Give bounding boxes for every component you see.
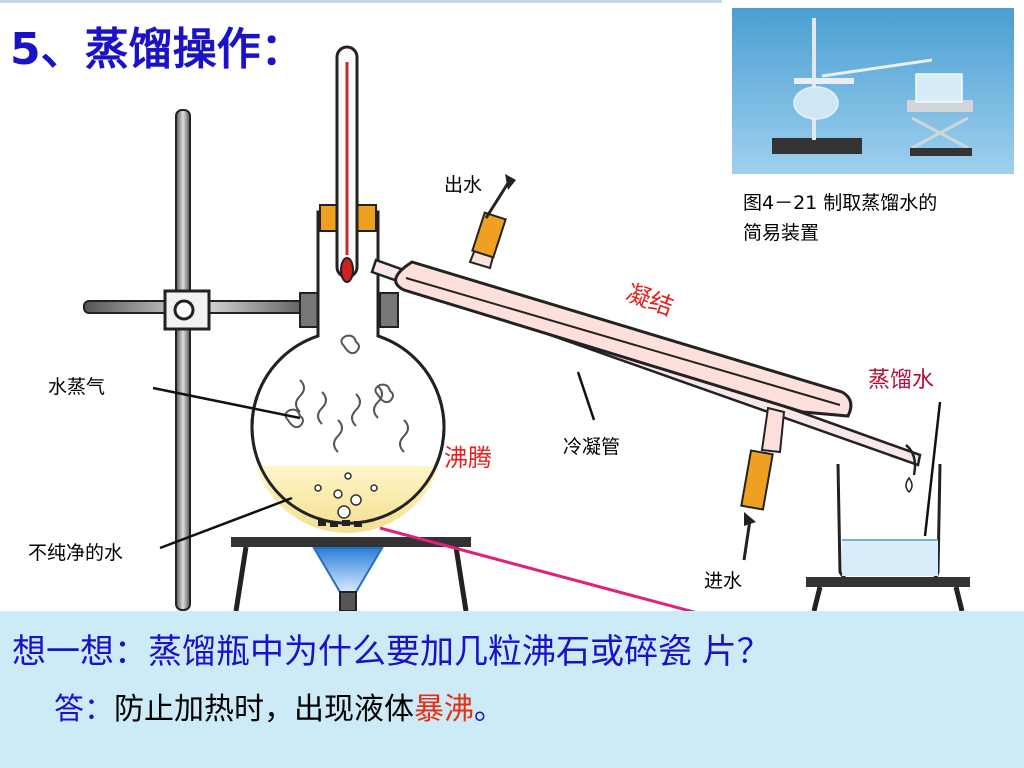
answer-label: 答：: [54, 692, 114, 727]
bubbles: [314, 472, 378, 519]
apparatus-photo: [732, 8, 1014, 174]
boiling-chips: [318, 520, 362, 527]
label-steam: 水蒸气: [48, 376, 106, 398]
question-text: 想一想：蒸馏瓶中为什么要加几粒沸石或碎瓷 片？: [12, 632, 771, 672]
label-distilled-water: 蒸馏水: [868, 368, 935, 393]
label-boiling: 沸腾: [444, 444, 492, 472]
distillation-flask: [250, 210, 446, 533]
label-impure-water: 不纯净的水: [28, 542, 124, 564]
label-water-out: 出水: [444, 174, 483, 196]
label-water-in: 进水: [704, 570, 743, 592]
question-panel: [0, 611, 1024, 768]
answer-text: 防止加热时，出现液体: [114, 692, 414, 727]
answer-end: 。: [474, 692, 504, 727]
top-strip: [0, 0, 722, 3]
slide-title: 5、蒸馏操作：: [10, 24, 305, 75]
vapor-wisps: [284, 334, 409, 453]
answer-line: 答：防止加热时，出现液体暴沸。: [54, 684, 504, 728]
support-stand: [83, 109, 399, 611]
beaker: [836, 463, 942, 582]
thermometer: [319, 45, 377, 283]
photo-caption: 图4－21 制取蒸馏水的 简易装置: [743, 188, 1018, 248]
pointer-lines: [152, 371, 942, 611]
condenser: [370, 174, 922, 561]
heating-stands: [231, 537, 970, 611]
burner-flame: [312, 547, 384, 611]
answer-keyword: 暴沸: [414, 692, 474, 727]
caption-line-1: 图4－21 制取蒸馏水的: [743, 192, 938, 214]
label-condenser-tube: 冷凝管: [563, 436, 621, 458]
caption-line-2: 简易装置: [743, 222, 820, 244]
distillation-apparatus-diagram: [83, 45, 970, 611]
